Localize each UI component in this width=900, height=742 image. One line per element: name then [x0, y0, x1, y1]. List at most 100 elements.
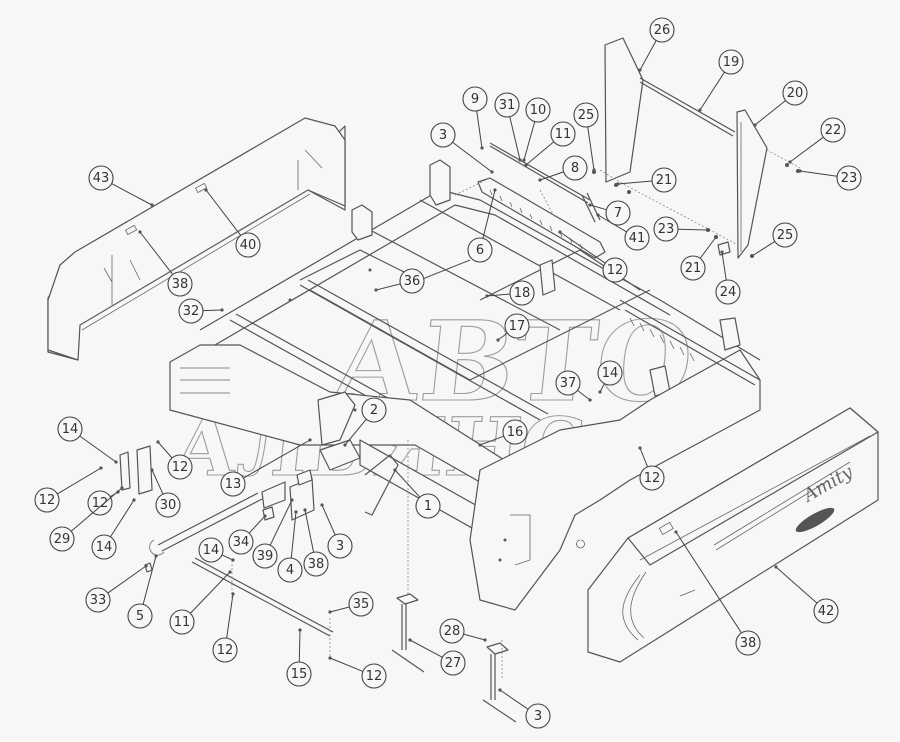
- callout-bubble: [462, 86, 488, 112]
- callout-number: 23: [841, 171, 858, 186]
- callout-number: 12: [39, 493, 56, 508]
- callout-bubble: [127, 603, 153, 629]
- callout-number: 31: [499, 98, 516, 113]
- callout-12-nut: 12: [361, 663, 387, 689]
- callout-leader-line: [151, 469, 164, 495]
- callout-target-point: [120, 486, 124, 490]
- callout-number: 4: [286, 563, 294, 578]
- callout-3-bolt: 3: [430, 122, 456, 148]
- callout-2-mount-plate: 2: [361, 397, 387, 423]
- callout-leader-line: [79, 435, 117, 463]
- callout-target-point: [490, 170, 494, 174]
- callout-target-point: [616, 182, 620, 186]
- callout-leader-line: [189, 571, 231, 614]
- callout-number: 2: [370, 403, 378, 418]
- callout-leader-line: [139, 231, 174, 275]
- callout-number: 14: [96, 540, 113, 555]
- callout-target-point: [592, 168, 596, 172]
- side-panels: [592, 37, 801, 259]
- callout-40-decal: 40: [235, 232, 261, 258]
- callout-bubble: [605, 200, 631, 226]
- callout-12-nut: 12: [167, 454, 193, 480]
- callout-9-scraper-rod: 9: [462, 86, 488, 112]
- callout-number: 37: [560, 376, 577, 391]
- callout-number: 42: [818, 604, 835, 619]
- callout-target-point: [231, 558, 235, 562]
- callout-bubble: [49, 526, 75, 552]
- callout-target-point: [538, 178, 542, 182]
- callout-number: 16: [507, 425, 524, 440]
- callout-number: 9: [471, 92, 479, 107]
- callout-16-bracket: 16: [502, 419, 528, 445]
- callout-leader-line: [751, 241, 776, 257]
- callout-target-point: [496, 338, 500, 342]
- callout-18-crossmember: 18: [509, 280, 535, 306]
- callout-target-point: [478, 443, 482, 447]
- callout-bubble: [649, 17, 675, 43]
- callout-leader-line: [269, 499, 293, 546]
- callout-leader-line: [70, 487, 123, 532]
- callout-leader-line: [699, 71, 725, 111]
- callout-leader-line: [639, 40, 657, 71]
- callout-bubble: [361, 663, 387, 689]
- callout-target-point: [228, 570, 232, 574]
- callout-bubble: [653, 216, 679, 242]
- callout-number: 8: [571, 161, 579, 176]
- callout-bubble: [286, 661, 312, 687]
- callout-leader-line: [587, 126, 595, 171]
- callout-number: 35: [353, 597, 370, 612]
- callout-number: 15: [291, 667, 308, 682]
- callout-target-point: [798, 169, 802, 173]
- callout-leader-line: [107, 565, 147, 594]
- callout-bubble: [57, 416, 83, 442]
- callout-bubble: [502, 419, 528, 445]
- callout-leader-line: [304, 509, 315, 553]
- callout-number: 30: [160, 498, 177, 513]
- callout-bubble: [624, 225, 650, 251]
- callout-bubble: [167, 271, 193, 297]
- callout-number: 39: [257, 549, 274, 564]
- callout-number: 6: [476, 243, 484, 258]
- callout-bubble: [715, 279, 741, 305]
- callout-target-point: [303, 508, 307, 512]
- callout-number: 23: [658, 222, 675, 237]
- callout-23-bolt: 23: [653, 216, 679, 242]
- callout-bubble: [348, 591, 374, 617]
- callout-leader-line: [142, 555, 157, 605]
- callout-bubble: [327, 533, 353, 559]
- callout-bubble: [220, 471, 246, 497]
- callout-target-point: [588, 398, 592, 402]
- callout-12-nut: 12: [602, 257, 628, 283]
- callout-number: 21: [656, 173, 673, 188]
- callout-leader-line: [775, 566, 818, 604]
- callout-number: 33: [90, 593, 107, 608]
- callout-bubble: [772, 222, 798, 248]
- callout-leader-line: [597, 214, 627, 233]
- callout-6-stripper-bar: 6: [467, 237, 493, 263]
- callout-number: 10: [530, 103, 547, 118]
- callout-number: 11: [555, 127, 572, 142]
- callout-leader-line: [298, 629, 301, 663]
- callout-number: 29: [54, 532, 71, 547]
- callout-bubble: [155, 492, 181, 518]
- callout-leader-line: [525, 141, 555, 166]
- callout-1-frame-bracket: 1: [415, 493, 441, 519]
- callout-bubble: [504, 313, 530, 339]
- shield-left: [47, 117, 346, 361]
- callout-bubble: [212, 637, 238, 663]
- callout-target-point: [328, 656, 332, 660]
- callout-target-point: [343, 443, 347, 447]
- callout-leader-line: [110, 499, 135, 538]
- callout-24-bracket: 24: [715, 279, 741, 305]
- callout-leader-line: [329, 657, 364, 672]
- callout-leader-line: [617, 180, 653, 185]
- callout-12-nut: 12: [212, 637, 238, 663]
- callout-number: 26: [654, 23, 671, 38]
- callout-leader-line: [677, 228, 709, 231]
- callout-target-point: [522, 158, 526, 162]
- callout-13-cover-plate: 13: [220, 471, 246, 497]
- callout-number: 24: [720, 285, 737, 300]
- callout-15-stripper-bar: 15: [286, 661, 312, 687]
- callout-20-side-panel-right: 20: [782, 80, 808, 106]
